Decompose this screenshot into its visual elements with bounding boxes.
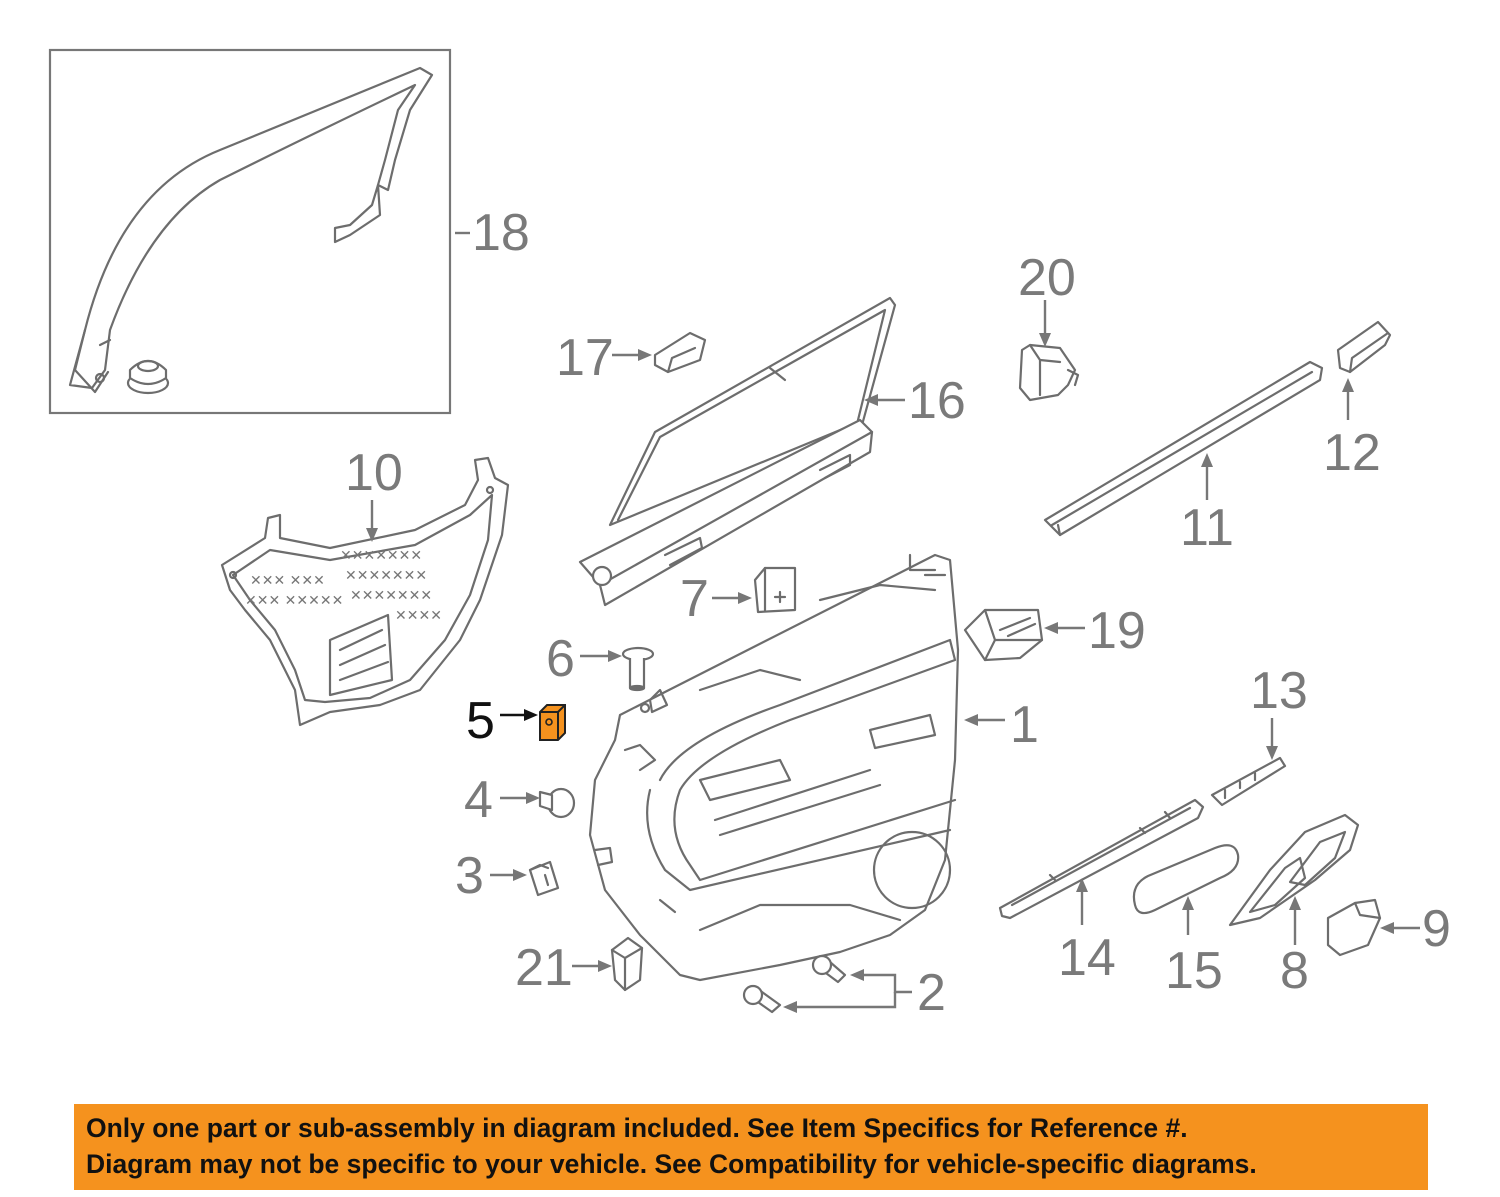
part-6-pin [621, 646, 655, 692]
part-19-bezel [963, 608, 1044, 662]
part-13-strip [1210, 756, 1287, 807]
part-2-screw-b [742, 984, 782, 1014]
part-10-insulator: ✕✕✕ ✕✕✕ ✕✕✕ ✕✕✕✕✕ ✕✕✕✕✕✕✕ ✕✕✕✕✕✕✕ ✕✕✕✕✕✕… [220, 456, 510, 727]
svg-text:✕✕✕ ✕✕✕✕✕: ✕✕✕ ✕✕✕✕✕ [245, 593, 343, 609]
callout-16: 16 [908, 372, 966, 430]
part-12-end-cap [1336, 320, 1392, 374]
svg-text:✕✕✕✕: ✕✕✕✕ [395, 608, 442, 624]
callout-5: 5 [466, 692, 495, 750]
callout-14: 14 [1058, 929, 1116, 987]
part-15-pad [1132, 844, 1240, 915]
callout-15: 15 [1165, 942, 1223, 1000]
callout-9: 9 [1422, 900, 1451, 958]
part-2-screw-a [811, 954, 847, 984]
callout-20: 20 [1018, 249, 1076, 307]
callout-6: 6 [546, 630, 575, 688]
svg-text:✕✕✕✕✕✕✕: ✕✕✕✕✕✕✕ [350, 588, 432, 604]
part-20-switch [1018, 343, 1080, 402]
parts-diagram: ✕✕✕ ✕✕✕ ✕✕✕ ✕✕✕✕✕ ✕✕✕✕✕✕✕ ✕✕✕✕✕✕✕ ✕✕✕✕✕✕… [48, 48, 1451, 1022]
callout-labels: 18 20 17 16 12 10 11 7 19 6 5 13 1 4 3 9… [345, 204, 1451, 1022]
part-11-weatherstrip [1043, 360, 1324, 537]
svg-text:✕✕✕✕✕✕✕: ✕✕✕✕✕✕✕ [340, 548, 422, 564]
part-4-push-pin [538, 787, 576, 819]
disclaimer-line-2: Diagram may not be specific to your vehi… [86, 1149, 1257, 1179]
callout-17: 17 [556, 329, 614, 387]
part-16-sunshade [578, 296, 897, 607]
disclaimer-banner: Only one part or sub-assembly in diagram… [74, 1104, 1428, 1190]
part-3-clip [528, 860, 560, 897]
part-18-clip [126, 359, 170, 395]
callout-18: 18 [472, 204, 530, 262]
callout-8: 8 [1280, 942, 1309, 1000]
disclaimer-line-1: Only one part or sub-assembly in diagram… [86, 1113, 1188, 1143]
callout-11: 11 [1180, 499, 1234, 557]
callout-1: 1 [1010, 696, 1039, 754]
part-21-plug [610, 936, 644, 992]
leader-lines [366, 231, 1420, 1013]
inset-box [48, 48, 452, 415]
part-14-trim-strip [998, 798, 1205, 920]
part-5-clip [539, 704, 566, 741]
callout-21: 21 [515, 939, 573, 997]
part-18-frame-molding [68, 66, 434, 394]
part-1-trim-panel [588, 553, 960, 982]
part-17-clip [653, 331, 707, 374]
callout-2: 2 [917, 964, 946, 1022]
callout-10: 10 [345, 444, 403, 502]
callout-3: 3 [455, 847, 484, 905]
part-8-handle-bezel [1228, 813, 1360, 927]
callout-7: 7 [680, 570, 709, 628]
part-7-cap [753, 566, 797, 614]
callout-19: 19 [1088, 602, 1146, 660]
svg-text:✕✕✕ ✕✕✕: ✕✕✕ ✕✕✕ [250, 573, 325, 589]
callout-13: 13 [1250, 662, 1308, 720]
svg-text:✕✕✕✕✕✕✕: ✕✕✕✕✕✕✕ [345, 568, 427, 584]
callout-4: 4 [464, 771, 493, 829]
part-9-cover [1326, 898, 1382, 957]
callout-12: 12 [1323, 424, 1381, 482]
